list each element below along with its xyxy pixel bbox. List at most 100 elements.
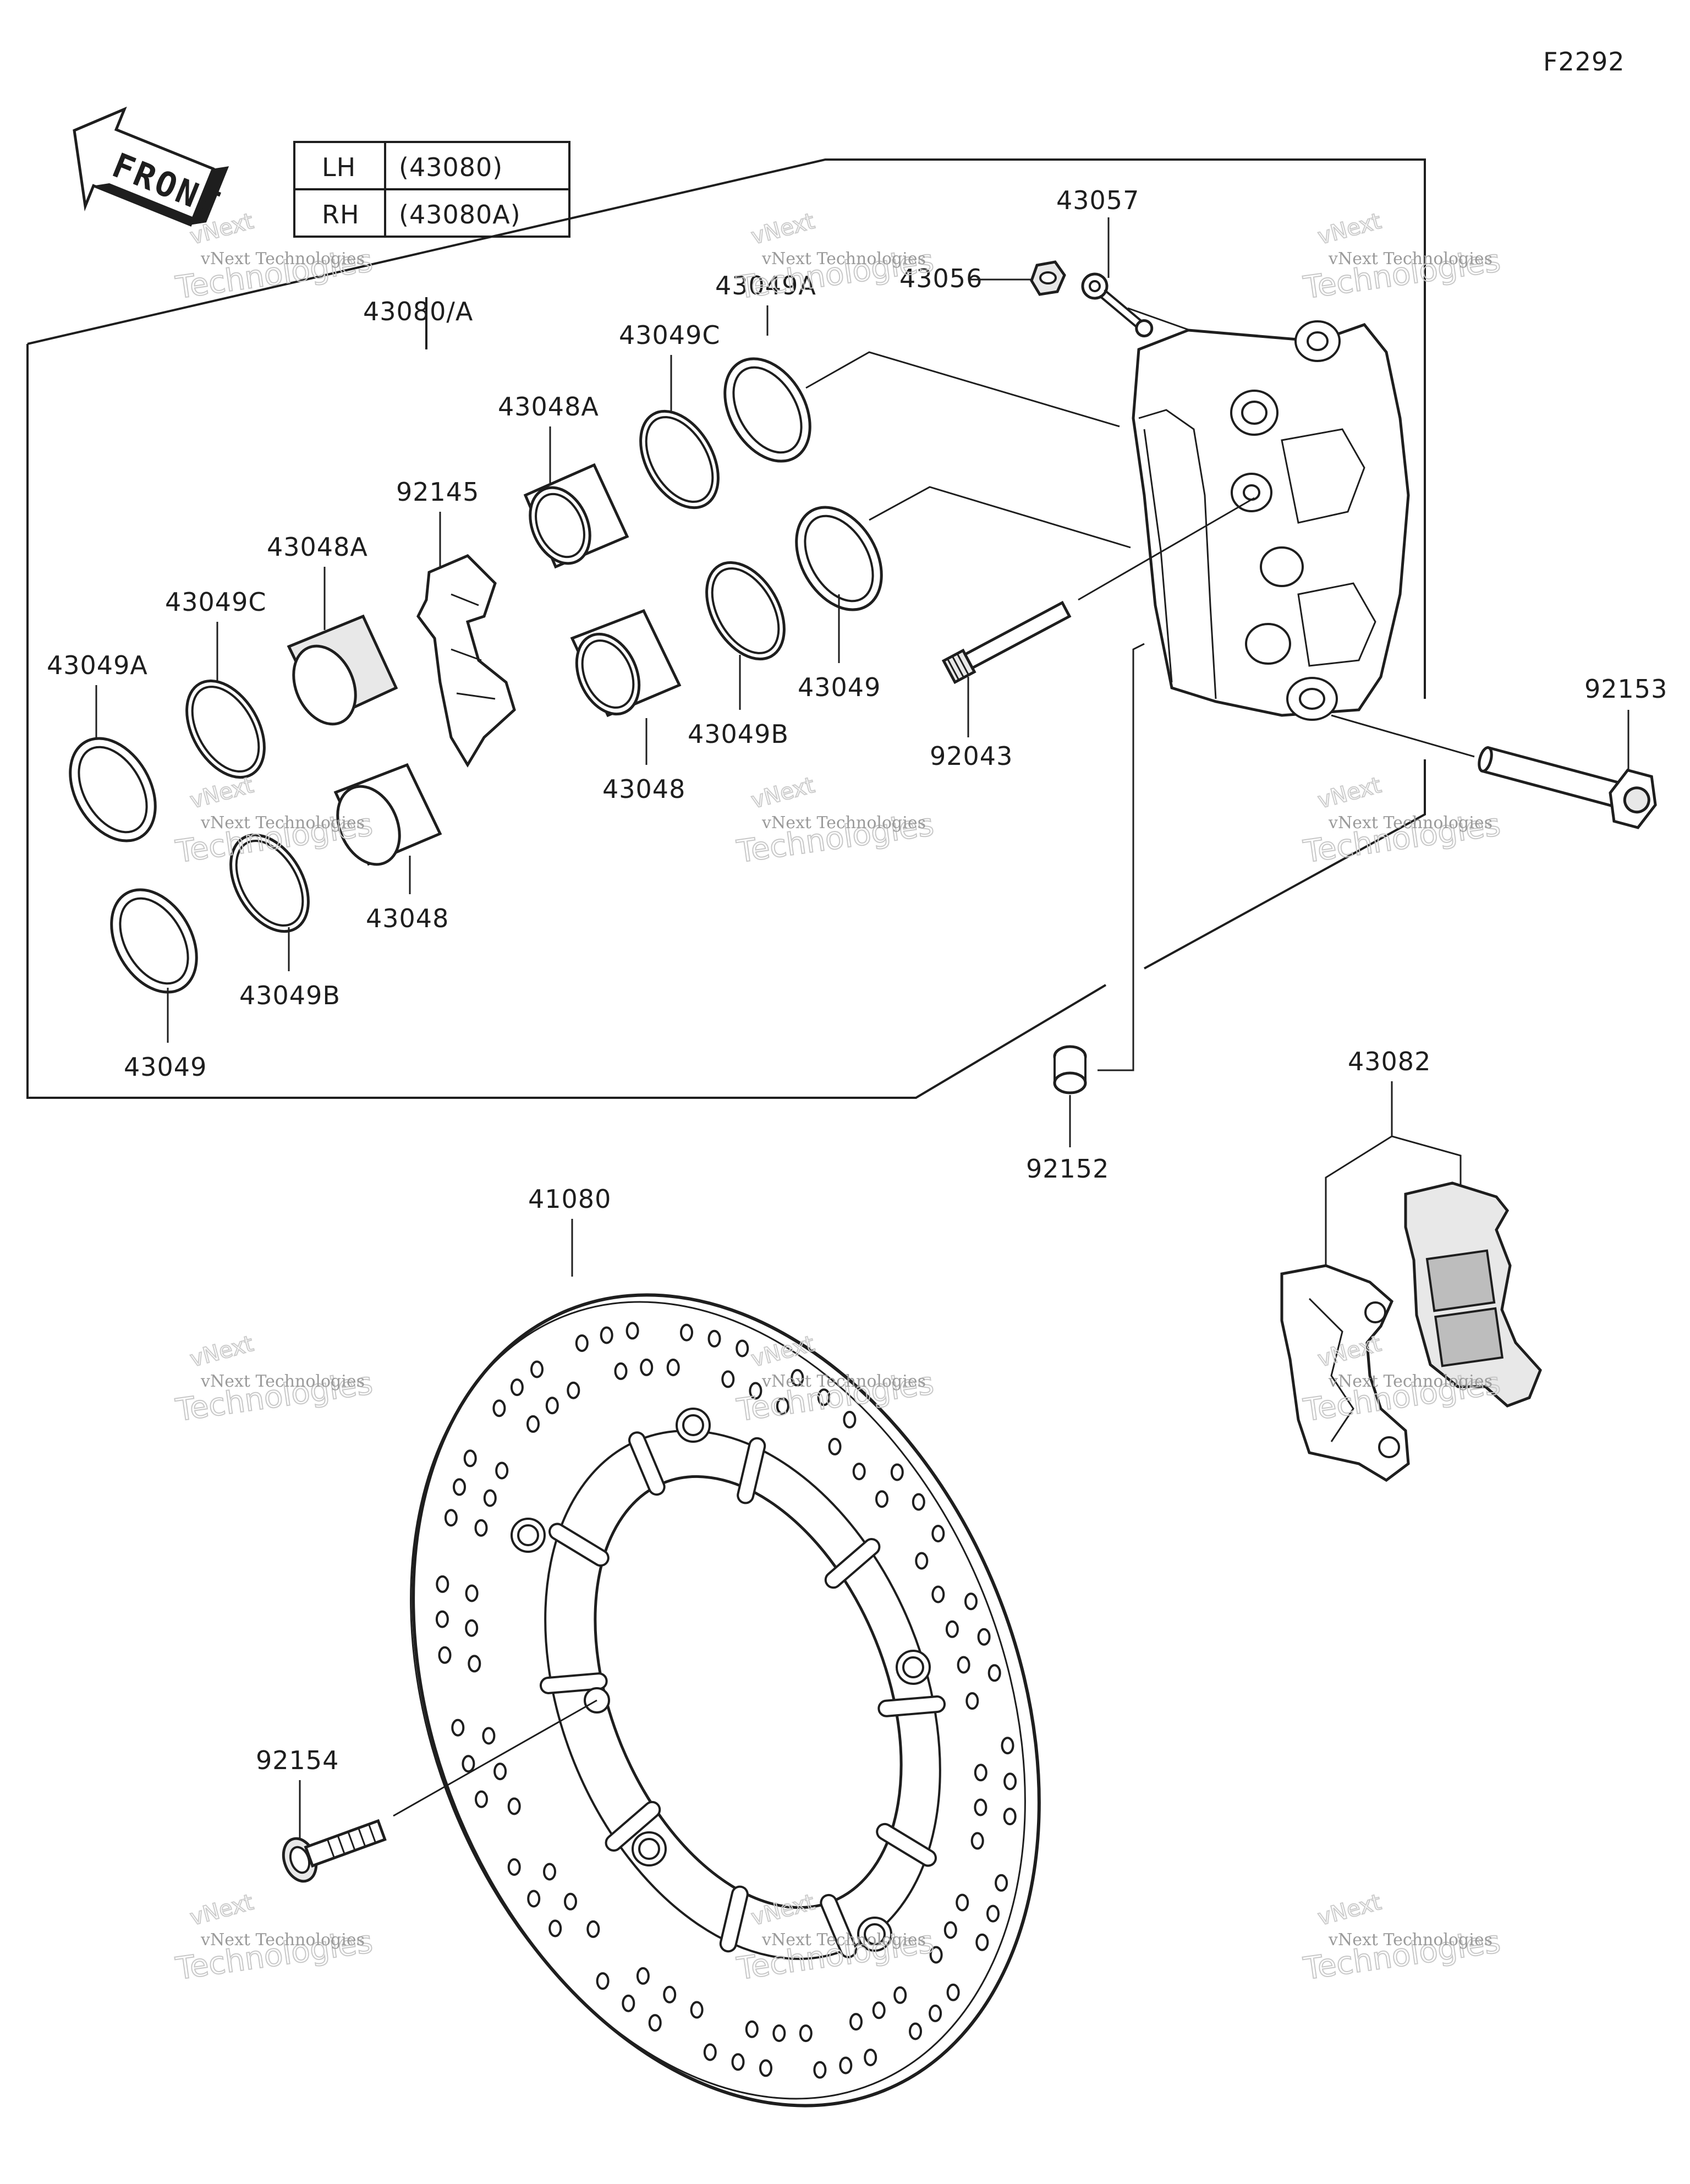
callout-43048-mid: 43048 <box>602 774 685 804</box>
disc-drill-hole <box>956 1893 969 1912</box>
hub-slot <box>737 1437 766 1504</box>
callout-43049-right: 43049 <box>798 672 881 702</box>
disc-drill-hole <box>852 1463 866 1481</box>
watermark-brand: vNext <box>1315 209 1384 250</box>
disc-drill-hole <box>474 1519 488 1537</box>
callout-43049C-left: 43049C <box>165 587 266 617</box>
disc-drill-hole <box>507 1797 521 1815</box>
disc-drill-hole <box>614 1362 628 1380</box>
disc-drill-hole <box>663 1985 677 2004</box>
piston-43048A-top: 43048A <box>498 392 629 569</box>
disc-drill-hole <box>567 1381 580 1399</box>
disc-drill-hole <box>707 1329 721 1348</box>
watermark-line: vNext Technologies <box>200 249 365 269</box>
disc-drill-hole <box>791 1369 804 1387</box>
callout-43049B-left: 43049B <box>239 981 341 1010</box>
disc-drill-hole <box>640 1358 654 1376</box>
disc-drill-hole <box>974 1798 987 1816</box>
disc-drill-hole <box>690 2001 704 2019</box>
disc-drill-hole <box>493 1762 507 1781</box>
disc-drill-hole <box>931 1525 945 1542</box>
callout-41080: 41080 <box>528 1184 611 1214</box>
disc-drill-hole <box>970 1832 984 1850</box>
watermark-line: vNext Technologies <box>1328 1930 1493 1950</box>
disc-drill-hole <box>475 1790 488 1808</box>
watermark-brand: vNext <box>188 773 256 814</box>
disc-drill-hole <box>839 2056 853 2074</box>
disc-drill-hole <box>875 1490 888 1508</box>
disc-drill-hole <box>890 1463 904 1481</box>
watermark-line: vNext Technologies <box>1328 813 1493 833</box>
hub-slot <box>824 1538 881 1589</box>
disc-drill-hole <box>813 2061 827 2079</box>
disc-drill-hole <box>703 2043 717 2061</box>
disc-drill-hole <box>945 1620 959 1638</box>
assembly-label: 43080/A <box>363 297 473 326</box>
callout-92043: 92043 <box>930 741 1013 771</box>
side-rh-part: (43080A) <box>399 200 521 229</box>
side-rh-label: RH <box>322 200 360 229</box>
diagram-code: F2292 <box>1543 47 1625 76</box>
disc-drill-hole <box>799 2024 813 2043</box>
callout-92154: 92154 <box>256 1745 339 1775</box>
disc-drill-hole <box>977 1628 991 1646</box>
disc-drill-hole <box>987 1664 1001 1682</box>
disc-drill-hole <box>530 1360 544 1378</box>
disc-drill-hole <box>444 1509 458 1527</box>
watermark-brand: vNext <box>1315 1890 1384 1931</box>
disc-drill-hole <box>636 1967 650 1985</box>
disc-drill-hole <box>666 1359 680 1376</box>
disc-drill-hole <box>507 1858 521 1876</box>
callout-43049-left: 43049 <box>124 1052 207 1082</box>
disc-drill-hole <box>946 1983 960 2001</box>
watermark-line: vNext Technologies <box>761 1930 926 1950</box>
seal-43049C-top: 43049C <box>619 320 720 510</box>
disc-drill-hole <box>492 1399 506 1417</box>
callout-92152: 92152 <box>1026 1154 1109 1184</box>
watermark-brand: vNext <box>749 209 817 250</box>
callout-43049A-top: 43049A <box>715 271 816 300</box>
part-43056: 43056 <box>899 260 1066 296</box>
disc-drill-hole <box>510 1378 524 1397</box>
disc-drill-hole <box>772 2024 786 2042</box>
part-43057: 43057 <box>1056 185 1299 370</box>
watermark-line: vNext Technologies <box>761 1372 926 1391</box>
disc-drill-hole <box>648 2014 662 2032</box>
disc-drill-hole <box>1003 1772 1017 1791</box>
callout-43056: 43056 <box>899 264 983 293</box>
callout-43048A-top: 43048A <box>498 392 599 422</box>
callout-92145: 92145 <box>396 477 479 507</box>
seal-43049-left: 43049 <box>110 888 207 1082</box>
piston-43048-mid: 43048 <box>570 609 685 804</box>
watermark-line: vNext Technologies <box>200 1372 365 1391</box>
disc-drill-hole <box>436 1575 449 1593</box>
disc-drill-hole <box>1001 1737 1014 1755</box>
hub-slot <box>820 1893 858 1958</box>
hub-slot <box>539 1672 608 1694</box>
disc-drill-hole <box>465 1584 479 1602</box>
callout-43082: 43082 <box>1348 1047 1431 1076</box>
disc-drill-hole <box>974 1764 987 1782</box>
disc-drill-hole <box>872 2001 886 2019</box>
disc-drill-hole <box>909 2022 922 2040</box>
disc-drill-hole <box>864 2049 877 2066</box>
callout-43057: 43057 <box>1056 185 1139 215</box>
disc-drill-hole <box>680 1323 693 1342</box>
callout-43049A-left: 43049A <box>47 650 148 680</box>
part-92153: 92153 <box>1331 674 1667 829</box>
disc-drill-hole <box>745 2020 759 2038</box>
watermark-brand: vNext <box>188 1890 256 1931</box>
disc-drill-hole <box>915 1552 929 1570</box>
disc-drill-hole <box>451 1718 465 1737</box>
disc-drill-hole <box>1003 1808 1017 1826</box>
disc-drill-hole <box>575 1334 589 1352</box>
disc-drill-hole <box>731 2053 745 2071</box>
disc-drill-hole <box>931 1585 945 1603</box>
disc-drill-hole <box>965 1692 979 1710</box>
disc-drill-hole <box>625 1322 639 1340</box>
disc-drill-hole <box>964 1592 978 1611</box>
